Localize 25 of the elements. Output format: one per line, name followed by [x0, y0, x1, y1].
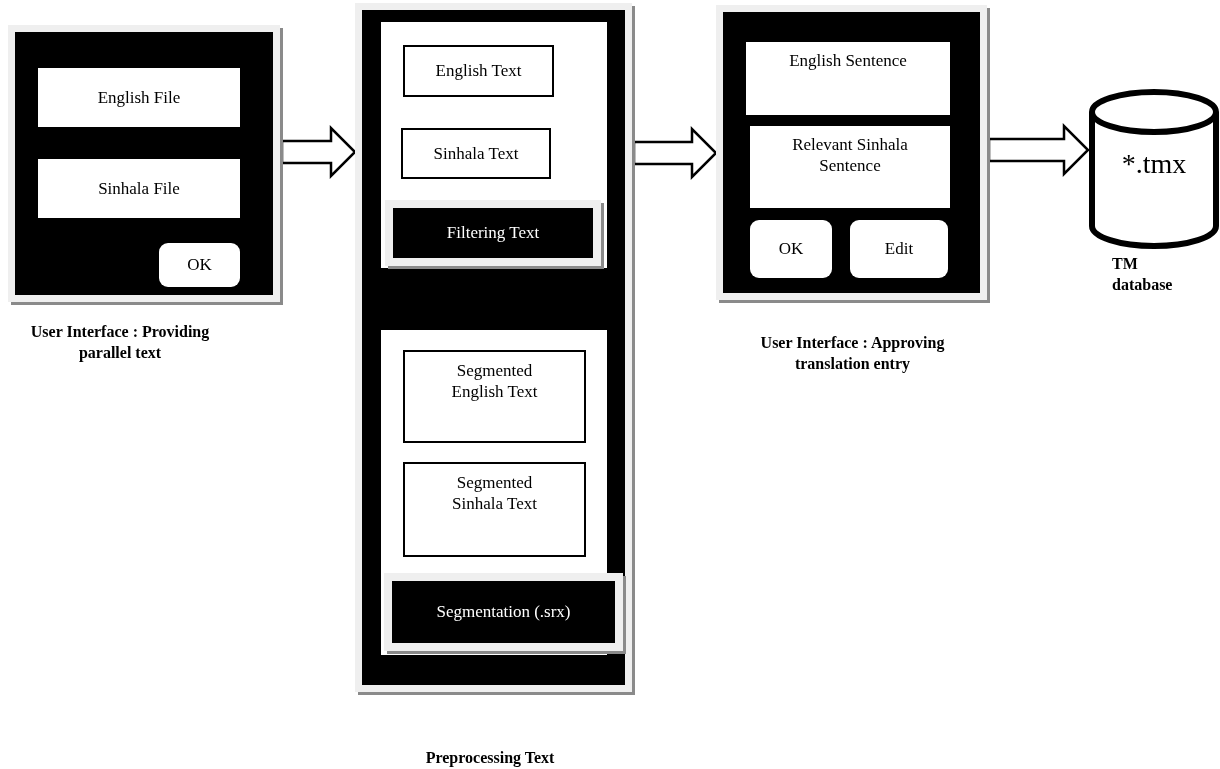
window-panel [716, 5, 987, 300]
block-arrow [632, 126, 718, 180]
process-bar: Segmentation (.srx) [384, 573, 623, 651]
file-field: English File [38, 68, 240, 127]
edit-button: Edit [850, 220, 948, 278]
text-box: English Text [403, 45, 554, 97]
window-panel [8, 25, 280, 302]
database-cylinder: *.tmx [1088, 88, 1220, 250]
filter-panel [381, 22, 607, 268]
node-label: TM database [1112, 254, 1174, 295]
block-arrow [987, 123, 1090, 177]
text-box: Segmented English Text [403, 350, 586, 443]
node-label: User Interface : Approving translation entry [759, 333, 946, 375]
text-box: Segmented Sinhala Text [403, 462, 586, 557]
node-label: Preprocessing Text [424, 748, 556, 769]
node-label: User Interface : Providing parallel text [30, 322, 210, 364]
process-panel [355, 3, 632, 692]
process-bar: Filtering Text [385, 200, 601, 266]
ok-button: OK [159, 243, 240, 287]
block-arrow [280, 125, 357, 179]
file-field: Sinhala File [38, 159, 240, 218]
sentence-field: English Sentence [746, 42, 950, 115]
sentence-field: Relevant Sinhala Sentence [750, 126, 950, 208]
text-box: Sinhala Text [401, 128, 551, 179]
ok-button: OK [750, 220, 832, 278]
